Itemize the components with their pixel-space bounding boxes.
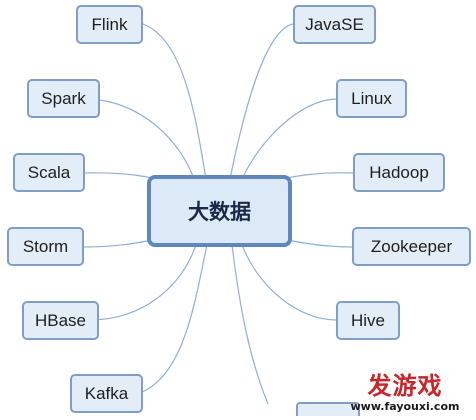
node-hadoop: Hadoop <box>353 153 445 192</box>
node-label: Hive <box>350 310 385 330</box>
node-hbase: HBase <box>22 301 99 340</box>
node-label: Storm <box>22 236 69 256</box>
connector-hbase <box>88 244 197 321</box>
node-label: Spark <box>41 88 86 108</box>
watermark-logo: 发游戏 www.fayouxi.com <box>336 372 474 418</box>
watermark-title: 发游戏 <box>367 372 443 400</box>
connector-linux <box>241 98 337 180</box>
node-label: Linux <box>351 88 392 108</box>
connector-javase <box>229 23 294 180</box>
connector-kafka <box>139 244 208 394</box>
node-label: HBase <box>34 310 87 330</box>
connector-flink <box>142 23 207 180</box>
node-javase: JavaSE <box>293 5 376 44</box>
node-label: Kafka <box>84 383 129 403</box>
center-label: 大数据 <box>188 200 251 224</box>
node-scala: Scala <box>13 153 85 192</box>
node-label: JavaSE <box>305 14 364 34</box>
node-hive: Hive <box>336 301 400 340</box>
node-label: Hadoop <box>369 162 429 182</box>
node-flink: Flink <box>76 5 143 44</box>
node-linux: Linux <box>336 79 407 118</box>
node-partial-bottom <box>296 402 360 416</box>
center-node: 大数据 <box>147 175 292 247</box>
node-spark: Spark <box>27 79 100 118</box>
node-zookeeper: Zookeeper <box>352 227 471 266</box>
node-label: Scala <box>27 162 71 182</box>
node-label: Zookeeper <box>370 236 453 256</box>
connector-bottom <box>231 244 269 405</box>
node-kafka: Kafka <box>70 374 143 413</box>
node-storm: Storm <box>7 227 84 266</box>
connector-hive <box>241 244 337 321</box>
connector-spark <box>85 98 195 180</box>
watermark-url: www.fayouxi.com <box>350 400 460 413</box>
node-label: Flink <box>91 14 128 34</box>
